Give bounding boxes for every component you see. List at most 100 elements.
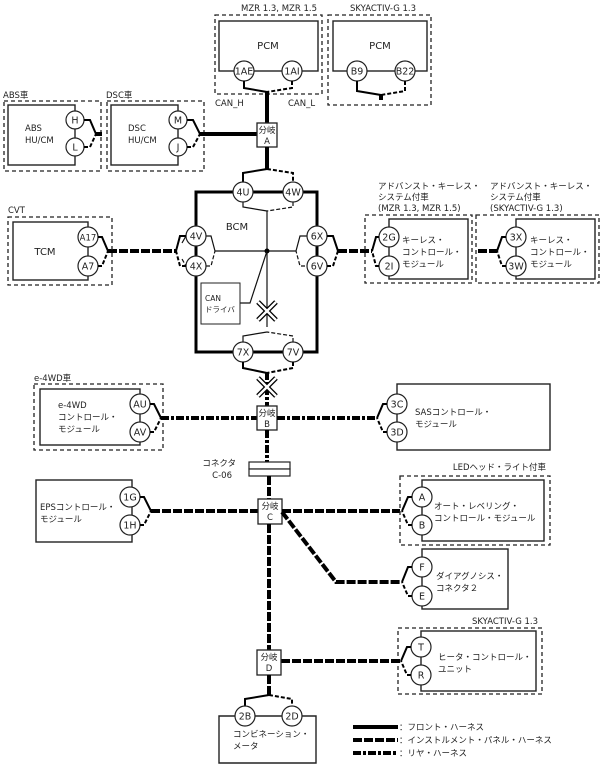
wire-f <box>401 566 412 583</box>
pin-h-label: H <box>71 116 78 127</box>
pin-7x-label: 7X <box>237 348 250 359</box>
pin-j-label: J <box>176 143 180 154</box>
wire-a7 <box>98 250 109 267</box>
keyless-mzr-optional-frame <box>364 214 473 284</box>
tcm-module: CVT TCM A17 A7 <box>7 206 113 286</box>
wire-r <box>400 660 411 676</box>
wire-au <box>150 403 162 419</box>
branch-d-label-1: 分岐 <box>260 652 278 663</box>
pin-a7-label: A7 <box>82 262 95 273</box>
wire-av <box>150 417 162 433</box>
auto-leveling-box <box>421 479 545 542</box>
heater-label-2: ユニット <box>438 665 472 675</box>
branch-d: 分岐 D <box>256 649 282 676</box>
pin-1g-label: 1G <box>123 493 136 504</box>
wire-1h <box>140 510 152 526</box>
heater-box <box>420 630 537 692</box>
pcm-skyactiv-module: SKYACTIV-G 1.3 PCM B9 B22 <box>327 4 432 106</box>
wire-4x-ext <box>175 250 186 267</box>
pcm-sky-label: PCM <box>369 41 391 52</box>
heater-control-module: SKYACTIV-G 1.3 ヒータ・コントロール・ ユニット T R <box>397 617 543 695</box>
keyless-mzr-box <box>388 218 469 280</box>
can-driver-label-1: CAN <box>205 294 221 303</box>
wire-6v-ext <box>327 250 339 267</box>
pin-4x-label: 4X <box>190 262 203 273</box>
wire-branch-c-to-dlc2 <box>280 510 400 584</box>
branch-c-label-1: 分岐 <box>261 501 279 512</box>
branch-a-label-2: A <box>264 137 270 147</box>
keyless-sky-box <box>515 218 596 280</box>
keyless-mzr-label-3: モジュール <box>402 260 444 270</box>
harness-open-circuit-x-icon <box>256 376 278 398</box>
branch-a-label-1: 分岐 <box>258 125 276 136</box>
pin-4v-label: 4V <box>190 232 203 243</box>
eps-label-1: EPSコントロール・ <box>40 503 115 513</box>
pin-au-label: AU <box>133 400 146 411</box>
bcm-internal-4w <box>266 202 294 212</box>
wire-1ae <box>243 81 268 93</box>
wire-2d <box>268 694 293 708</box>
pin-2d-label: 2D <box>285 712 298 723</box>
dsc-label-1: DSC <box>128 124 146 134</box>
pin-b22-label: B22 <box>396 67 415 78</box>
pin-1h-label: 1H <box>123 521 136 532</box>
pin-f-label: F <box>419 563 424 574</box>
pin-e-label: E <box>419 592 425 603</box>
keyless-mzr-module: アドバンスト・キーレス・ システム付車 (MZR 1.3, MZR 1.5) キ… <box>364 182 480 284</box>
pcm-mzr-box <box>218 20 319 72</box>
bcm-internal-7x <box>242 331 268 342</box>
wire-2i <box>371 250 379 267</box>
auto-leveling-label-1: オート・レベリング・ <box>434 501 519 512</box>
wire-b <box>401 510 412 526</box>
wire-b22 <box>380 81 406 96</box>
wire-a17 <box>98 236 109 252</box>
e4wd-label-2: コントロール・ <box>58 413 118 423</box>
wire-1ai <box>266 81 293 93</box>
branch-a: 分岐 A <box>256 122 278 148</box>
wire-3d <box>376 417 387 433</box>
e4wd-group-label: e-4WD車 <box>34 373 72 384</box>
pin-3x-label: 3X <box>510 233 523 244</box>
wire-2b <box>244 694 270 708</box>
tcm-label: TCM <box>33 247 55 258</box>
dlc2-label-1: ダイアグノシス・ <box>436 571 503 582</box>
wire-abs-h <box>84 119 97 135</box>
dsc-group-label: DSC車 <box>106 90 133 101</box>
pin-r-label: R <box>418 671 425 682</box>
pin-b-label: B <box>419 521 426 532</box>
tcm-box <box>12 221 89 281</box>
can-driver-box <box>200 282 241 325</box>
bcm-loop-6v-in <box>295 250 317 267</box>
keyless-sky-module: アドバンスト・キーレス・ システム付車 (SKYACTIV-G 1.3) キーレ… <box>475 182 600 284</box>
keyless-sky-label-1: キーレス・ <box>530 236 573 246</box>
pcm-mzr-group-label: MZR 1.3, MZR 1.5 <box>241 4 317 14</box>
bcm-loop-4x-in <box>206 250 216 267</box>
bcm-module: BCM CAN ドライバ 4U 4W <box>181 181 328 363</box>
can-l-label: CAN_L <box>288 99 315 109</box>
combination-meter-module: コンビネーション・ メータ 2B 2D <box>218 705 317 764</box>
pin-m-label: M <box>174 116 182 127</box>
sas-label-1: SASコントロール・ <box>415 408 491 418</box>
pin-l-label: L <box>72 143 78 154</box>
pin-4u <box>232 181 254 203</box>
wire-7x <box>242 362 268 374</box>
pin-4w-label: 4W <box>285 188 301 199</box>
can-driver-label-2: ドライバ <box>205 305 235 314</box>
wire-abs-l <box>84 133 97 148</box>
heater-group-label: SKYACTIV-G 1.3 <box>472 617 538 627</box>
keyless-sky-group-2: システム付車 <box>490 192 541 203</box>
keyless-mzr-label-2: コントロール・ <box>402 248 462 258</box>
keyless-sky-optional-frame <box>475 214 600 284</box>
wire-3w <box>496 250 506 267</box>
pin-3d-label: 3D <box>390 428 403 439</box>
pcm-sky-optional-frame <box>327 14 432 106</box>
pcm-mzr-module: MZR 1.3, MZR 1.5 PCM 1AE 1AI CAN_H CAN_L <box>214 4 323 109</box>
tcm-optional-frame <box>7 216 113 286</box>
connector-c06: コネクタ C-06 <box>202 459 291 481</box>
diagnosis-connector-module: ダイアグノシス・ コネクタ２ F E <box>411 548 509 610</box>
legend-rear-label: ：リヤ・ハーネス <box>399 749 467 759</box>
bcm-loop-4v-in <box>206 235 216 252</box>
abs-box <box>7 104 76 166</box>
legend-instrument-label: ：インストルメント・パネル・ハーネス <box>399 736 552 746</box>
